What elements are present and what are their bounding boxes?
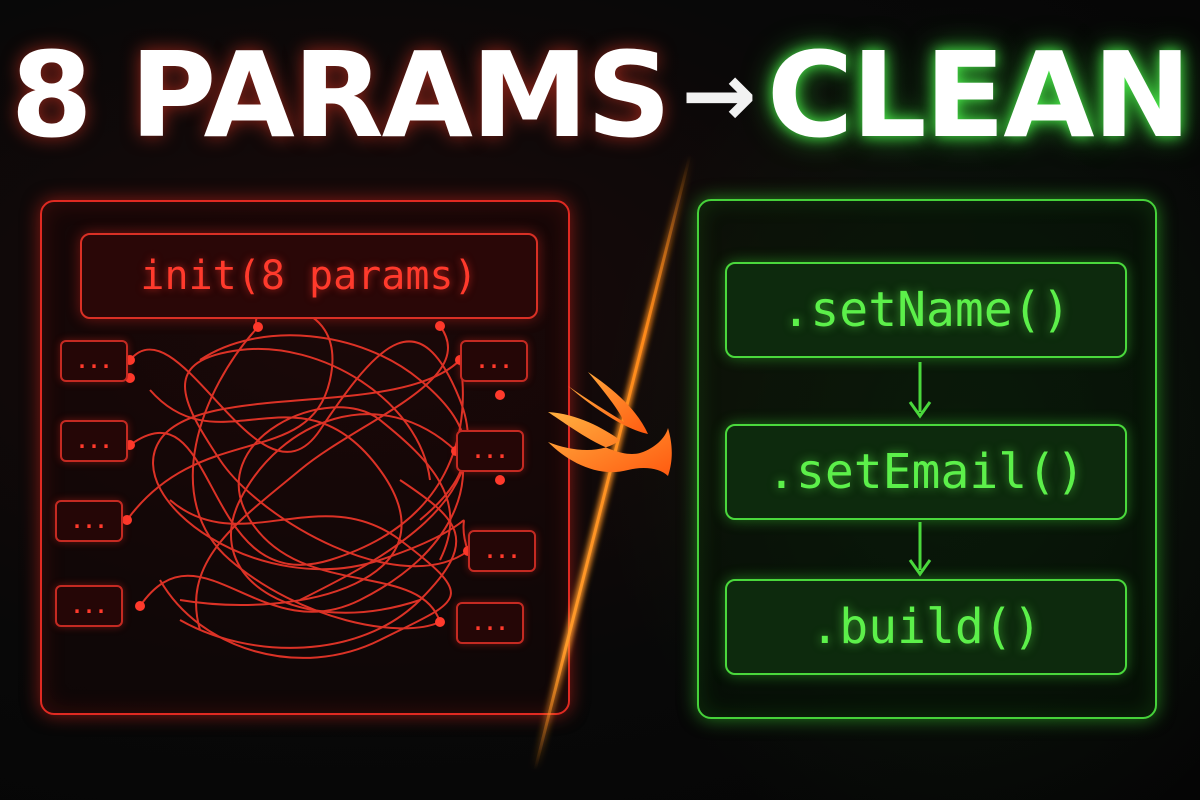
param-box: ... (55, 585, 123, 627)
param-box: ... (460, 340, 528, 382)
swift-bird-icon (548, 372, 672, 476)
down-arrow-icon (908, 522, 932, 577)
set-name-step: .setName() (725, 262, 1127, 358)
headline-left: 8 PARAMS (10, 26, 672, 164)
param-box: ... (456, 430, 524, 472)
headline-right: CLEAN (766, 26, 1191, 164)
headline: 8 PARAMS→CLEAN (0, 30, 1200, 171)
param-box: ... (55, 500, 123, 542)
param-box: ... (468, 530, 536, 572)
param-box: ... (60, 340, 128, 382)
arrow-icon: → (681, 43, 756, 148)
param-box: ... (60, 420, 128, 462)
init-signature: init(8 params) (80, 233, 538, 319)
param-box: ... (456, 602, 524, 644)
down-arrow-icon (908, 362, 932, 419)
build-step: .build() (725, 579, 1127, 675)
set-email-step: .setEmail() (725, 424, 1127, 520)
